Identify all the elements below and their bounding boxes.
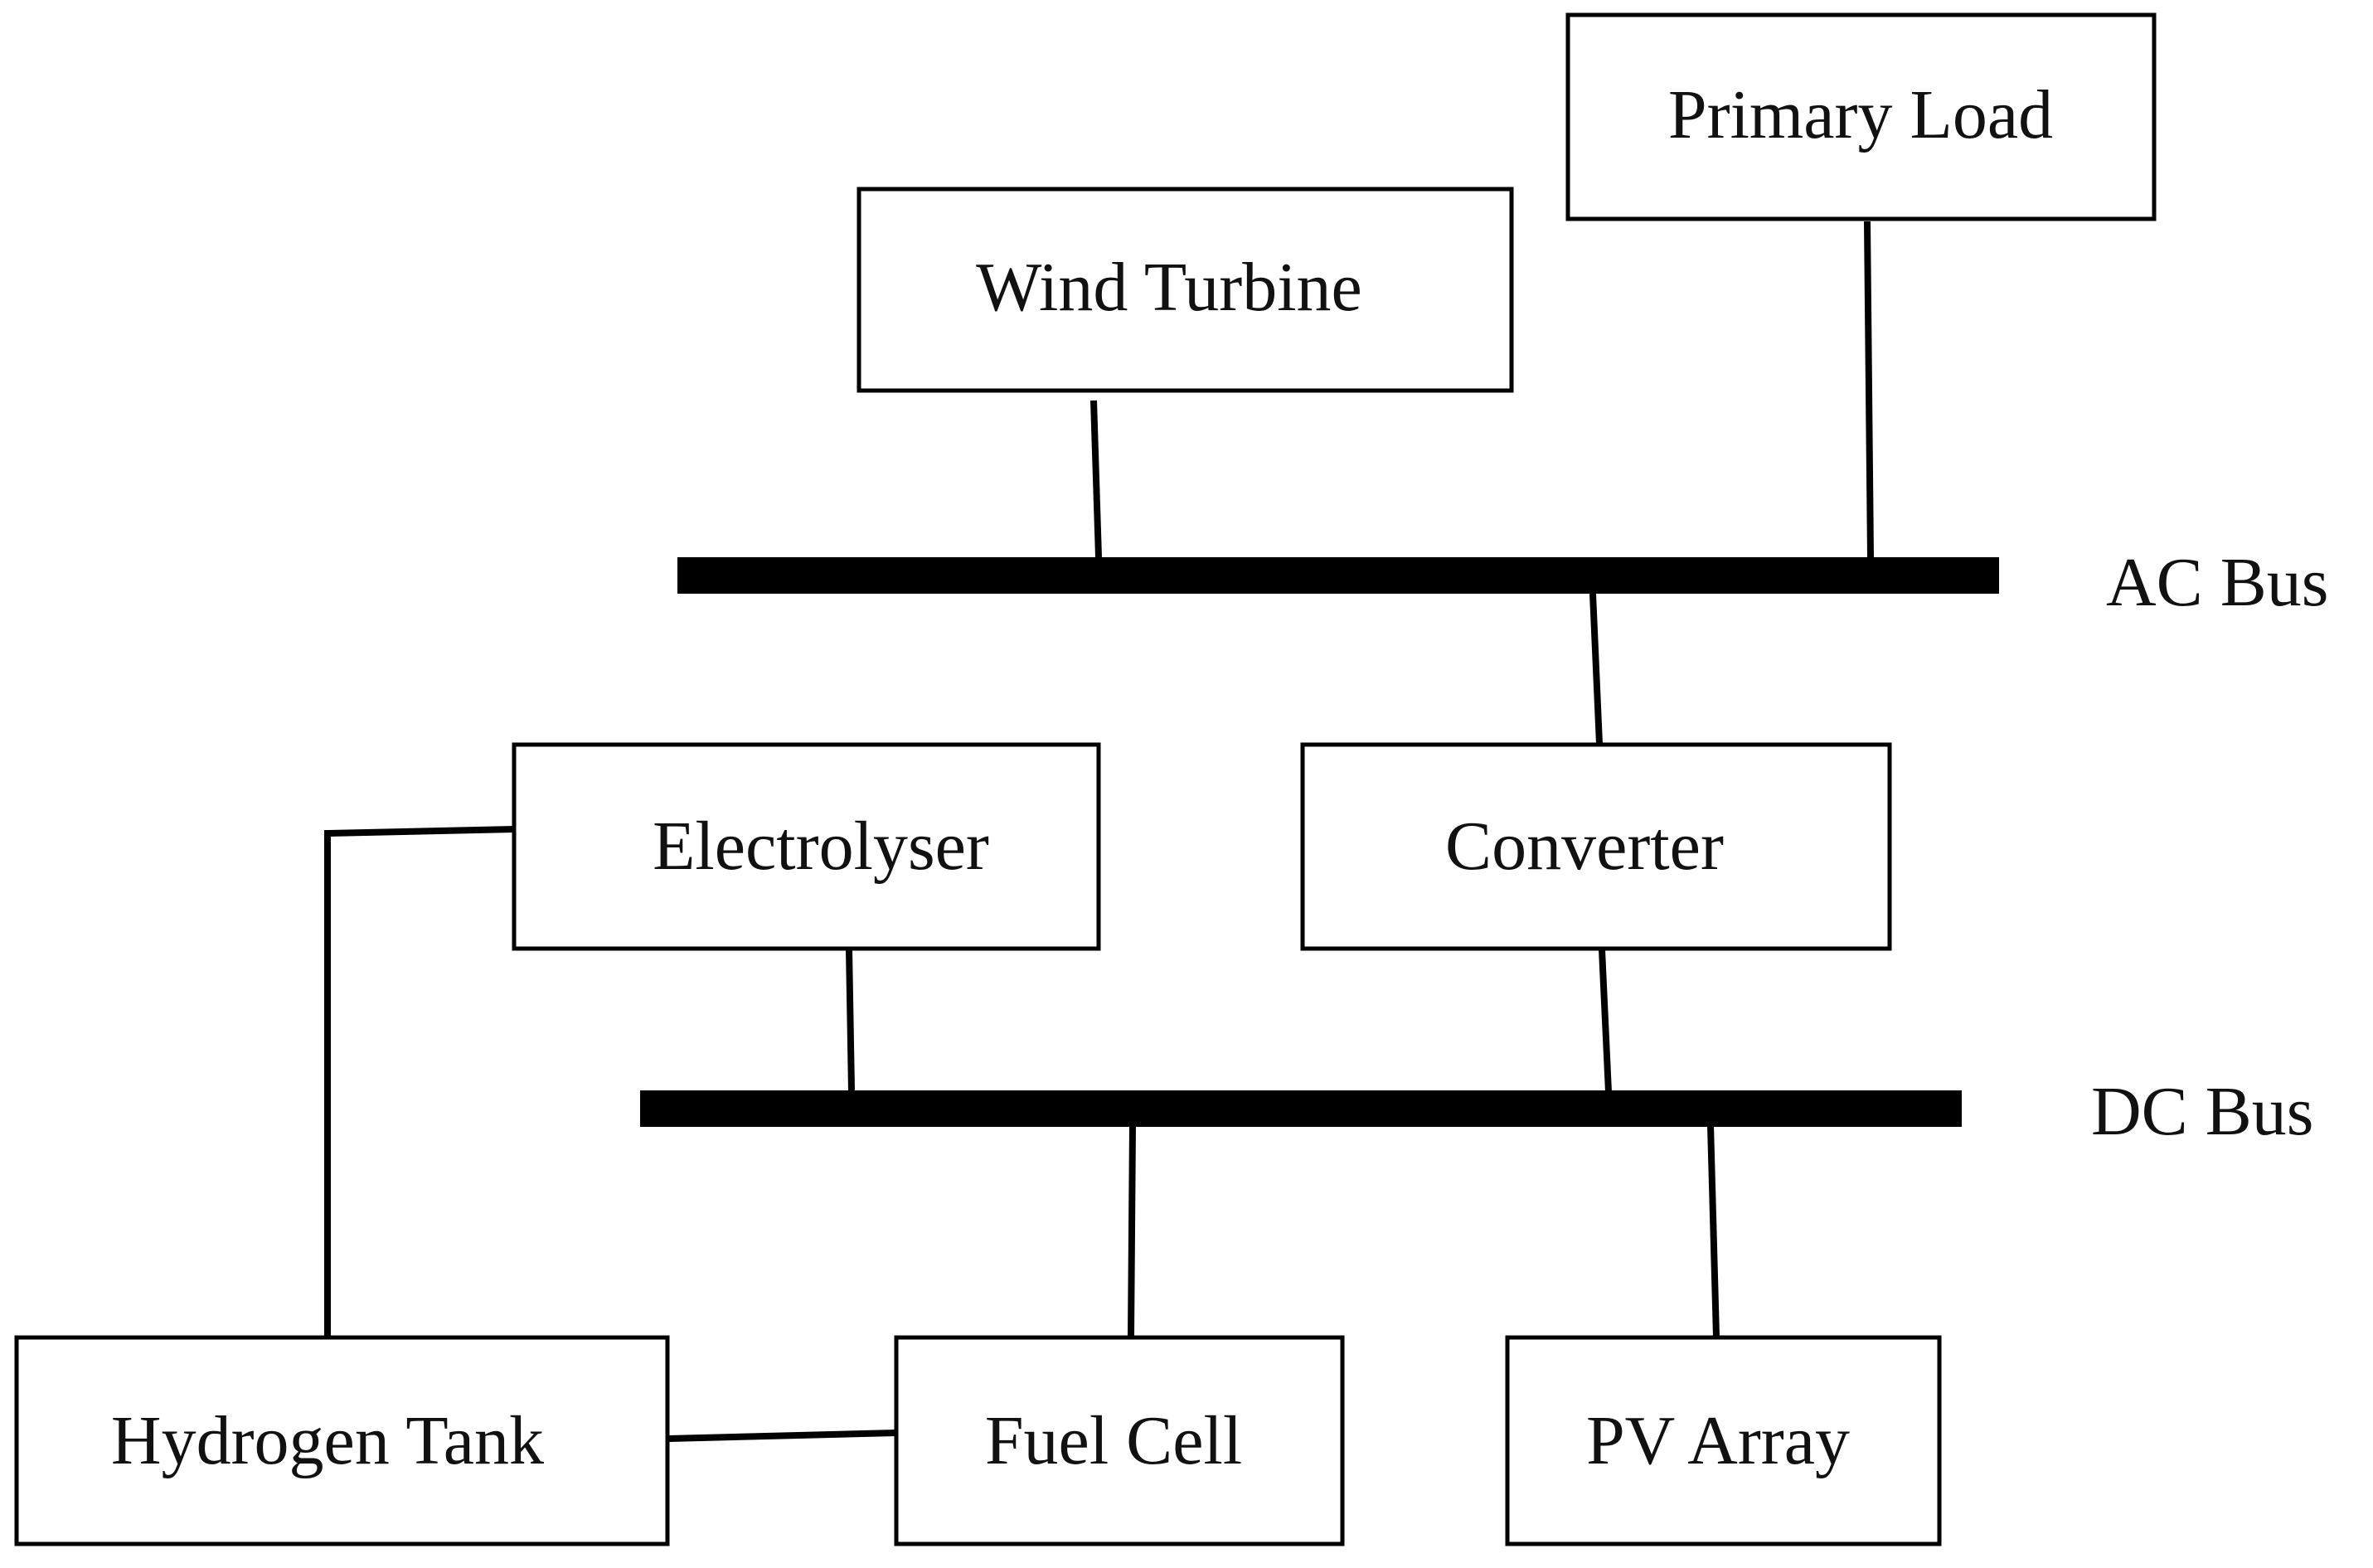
primary-load-label: Primary Load <box>1668 76 2053 153</box>
connector-ac-bus-converter <box>1589 593 1603 745</box>
fuel-cell-block: Fuel Cell <box>894 1335 1345 1546</box>
dc-bus-label: DC Bus <box>2091 1073 2313 1150</box>
primary-load-block: Primary Load <box>1565 12 2157 221</box>
ac-bus <box>677 557 1999 594</box>
connector-ac-bus-to-primary-load <box>1864 221 1874 558</box>
connector-dc-bus-to-electrolyser <box>846 949 855 1091</box>
connector-wind-to-ac-bus <box>1090 400 1102 558</box>
wind-turbine-label: Wind Turbine <box>976 249 1362 326</box>
pv-array-label: PV Array <box>1586 1402 1850 1479</box>
connector-pv-array-to-dc-bus <box>1707 1124 1720 1337</box>
ac-bus-label: AC Bus <box>2106 544 2328 621</box>
dc-bus <box>640 1090 1962 1127</box>
connector-converter-dc-bus <box>1599 949 1612 1093</box>
electrolyser-label: Electrolyser <box>653 808 989 885</box>
hydrogen-tank-label: Hydrogen Tank <box>111 1402 544 1479</box>
electrolyser-block: Electrolyser <box>512 742 1101 951</box>
connector-electrolyser-to-hydrogen-tank <box>324 826 515 1337</box>
fuel-cell-label: Fuel Cell <box>985 1402 1242 1479</box>
connector-hydrogen-tank-to-fuel-cell <box>668 1430 897 1442</box>
hydrogen-tank-block: Hydrogen Tank <box>14 1335 670 1546</box>
converter-block: Converter <box>1300 742 1892 951</box>
converter-label: Converter <box>1445 808 1724 885</box>
wind-turbine-block: Wind Turbine <box>857 187 1514 393</box>
pv-array-block: PV Array <box>1505 1335 1942 1546</box>
connector-fuel-cell-to-dc-bus <box>1128 1124 1136 1337</box>
